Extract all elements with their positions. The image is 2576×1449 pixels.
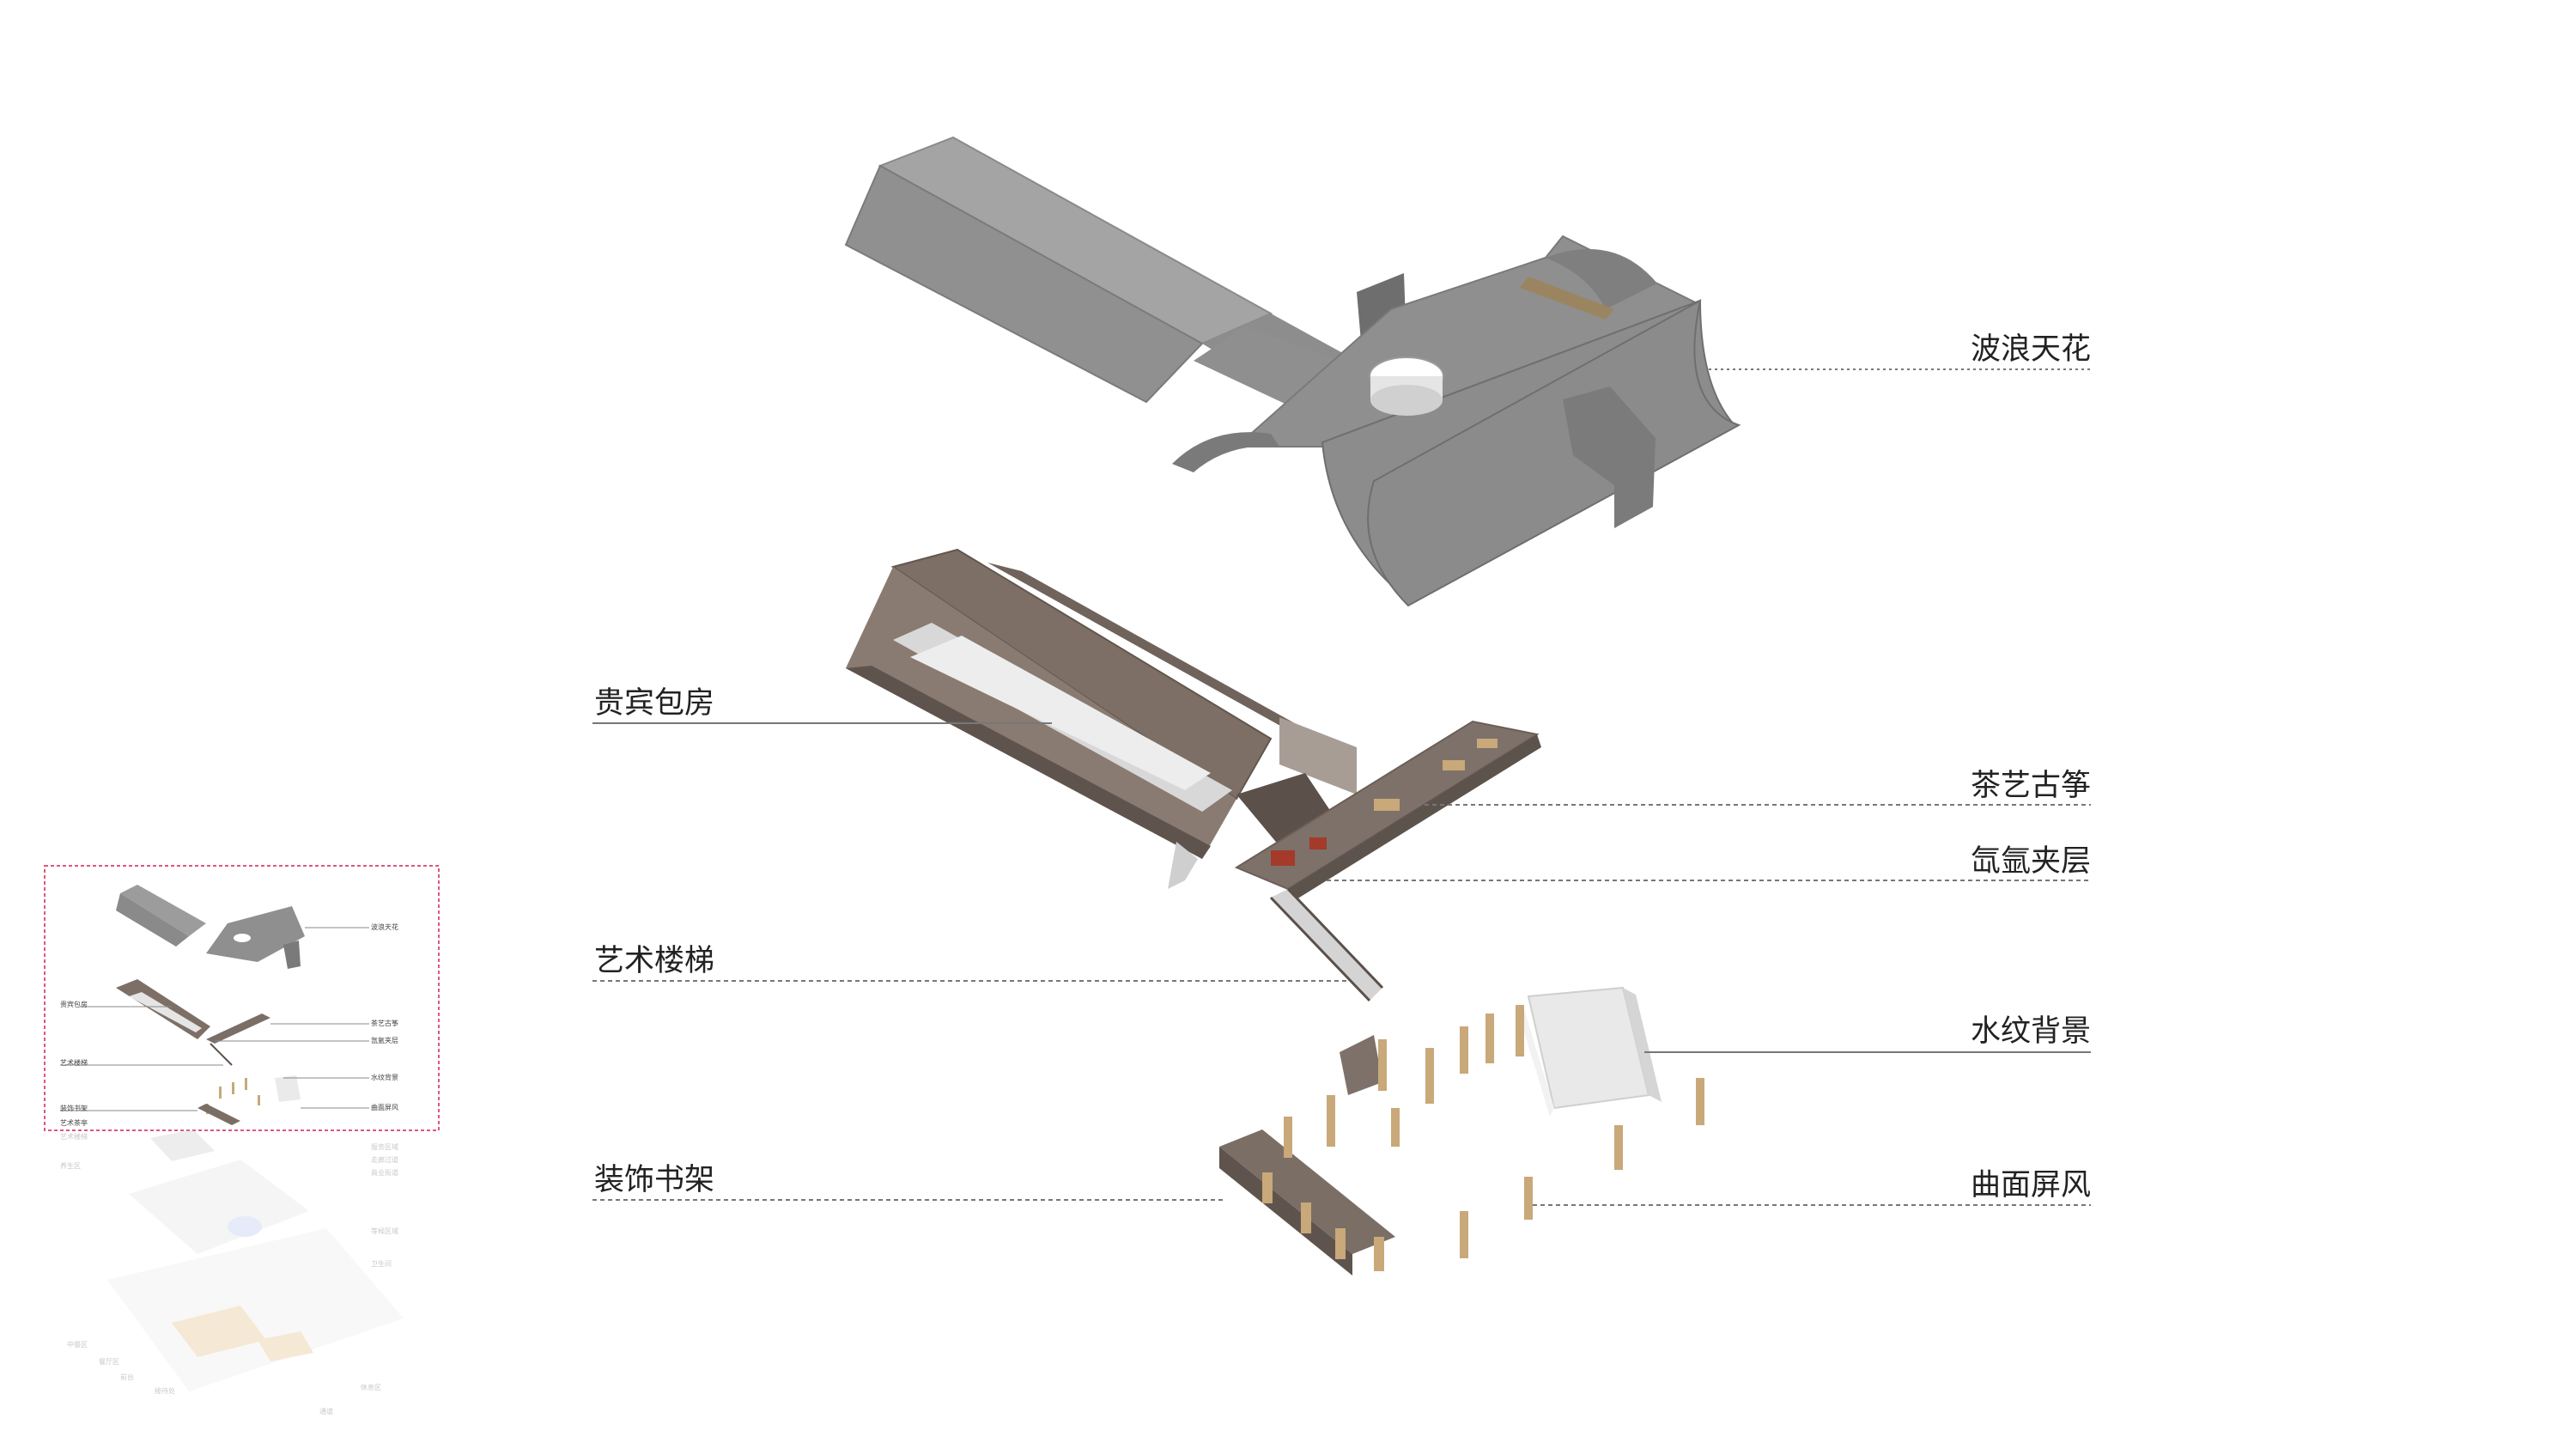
inset-key-plan xyxy=(44,865,440,1391)
label-helium-mezzanine: 氙氩夹层 xyxy=(1970,844,2091,879)
inset-faded-label: 商业街道 xyxy=(371,1169,398,1177)
wave-ceiling-model xyxy=(844,136,1741,607)
label-art-stair: 艺术楼梯 xyxy=(594,944,715,978)
inset-label-helium-mezzanine: 氙氩夹层 xyxy=(371,1037,398,1044)
vip-room-model xyxy=(846,548,1357,889)
inset-faded-label: 卫生间 xyxy=(371,1260,392,1268)
inset-faded-label: 餐厅区 xyxy=(99,1358,119,1366)
leader-lines xyxy=(592,368,2091,1206)
label-wave-ceiling: 波浪天花 xyxy=(1970,332,2091,367)
label-deco-shelf: 装饰书架 xyxy=(594,1163,715,1197)
curved-screen-model xyxy=(1284,1005,1704,1258)
label-water-backdrop: 水纹背景 xyxy=(1970,1014,2091,1049)
inset-faded-label: 接待处 xyxy=(155,1387,175,1395)
inset-label-vip-room: 贵宾包房 xyxy=(60,1001,88,1008)
inset-label-art-pavilion: 艺术茶亭 xyxy=(60,1119,88,1127)
label-tea-zither: 茶艺古筝 xyxy=(1970,769,2091,803)
inset-label-wave-ceiling: 波浪天花 xyxy=(371,923,398,931)
inset-faded-label: 服务区域 xyxy=(371,1143,398,1151)
inset-faded-label: 通道 xyxy=(319,1408,333,1416)
art-stair-model xyxy=(1269,887,1384,1002)
inset-faded-label: 养生区 xyxy=(60,1162,81,1170)
inset-faded-label: 等候区域 xyxy=(371,1227,398,1235)
label-vip-room: 贵宾包房 xyxy=(594,686,715,721)
inset-faded-label: 休息区 xyxy=(361,1384,381,1391)
inset-label-water-backdrop: 水纹背景 xyxy=(371,1074,398,1081)
label-curved-screen: 曲面屏风 xyxy=(1970,1168,2091,1202)
inset-label-tea-zither: 茶艺古筝 xyxy=(371,1020,398,1027)
inset-label-curved-screen: 曲面屏风 xyxy=(371,1104,398,1111)
water-backdrop-model xyxy=(1520,986,1662,1117)
inset-faded-label: 前台 xyxy=(120,1373,134,1381)
deco-shelf-model xyxy=(1219,1035,1395,1275)
inset-faded-label: 走廊过道 xyxy=(371,1156,398,1164)
inset-label-art-stair: 艺术楼梯 xyxy=(60,1059,88,1067)
tea-zither-model xyxy=(1234,720,1541,902)
inset-faded-label: 中餐区 xyxy=(67,1341,88,1349)
inset-faded-label: 艺术楼梯 xyxy=(60,1133,88,1141)
inset-label-deco-shelf: 装饰书架 xyxy=(60,1105,88,1112)
